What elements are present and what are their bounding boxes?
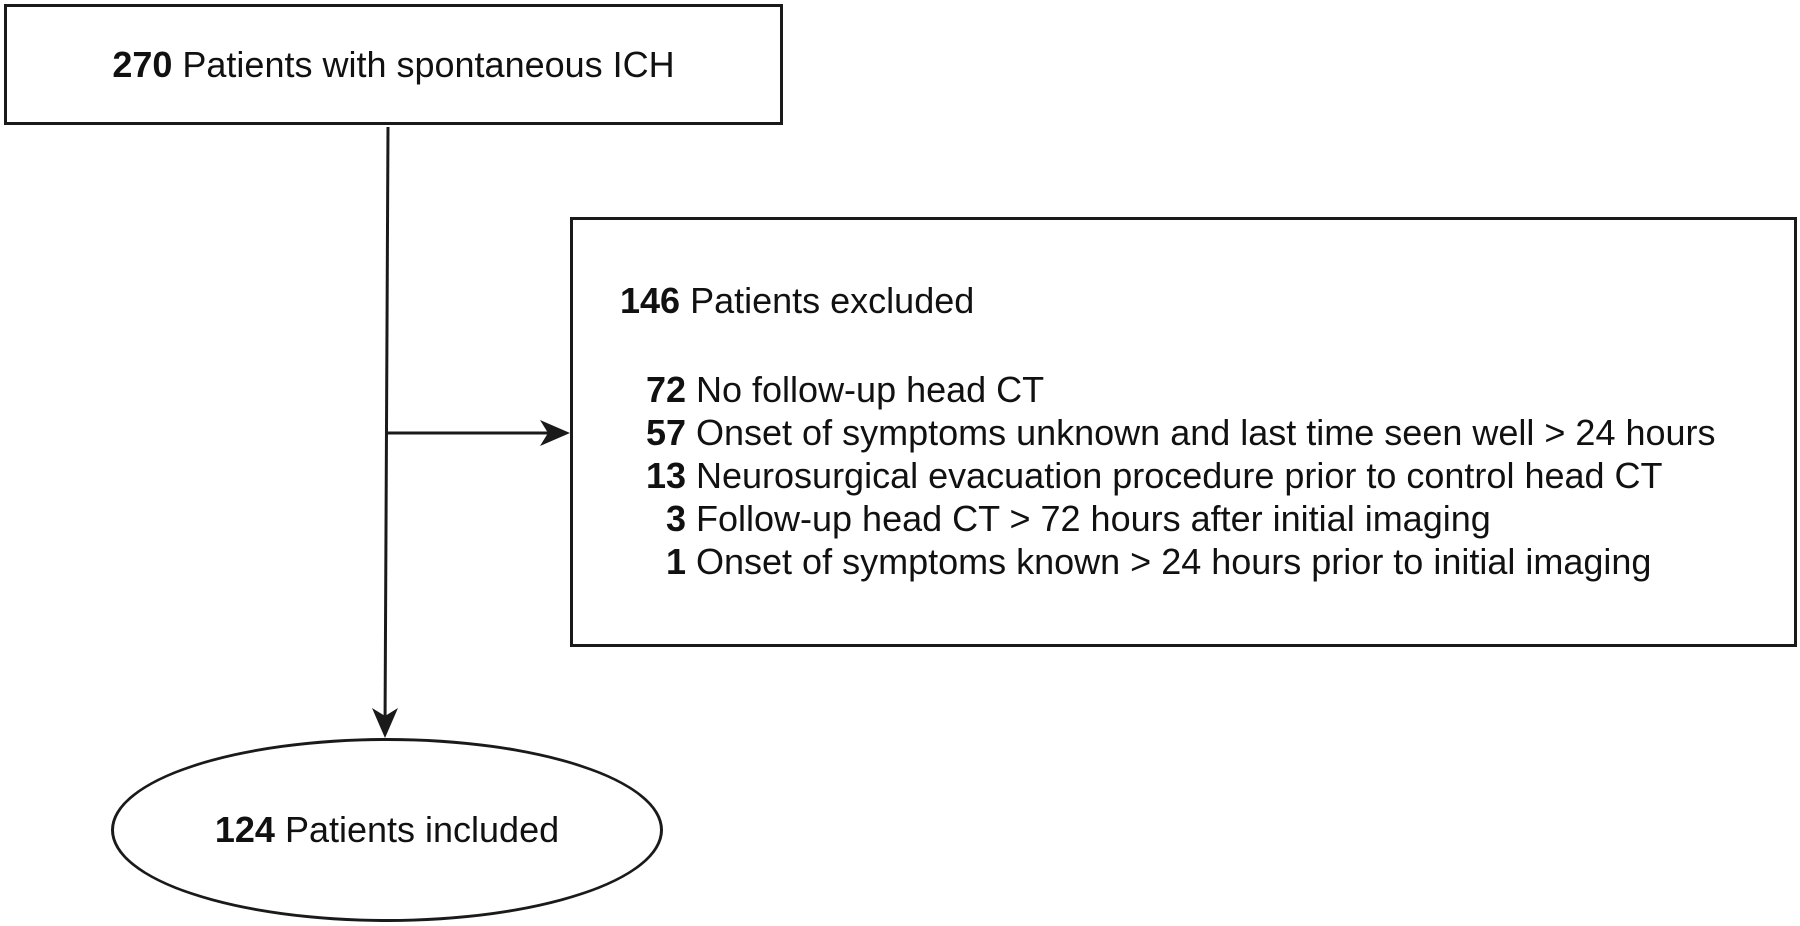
exclusion-reason: 72 No follow-up head CT <box>620 368 1716 411</box>
main-flow-arrow <box>383 126 390 731</box>
exclusion-reason-label: Onset of symptoms known > 24 hours prior… <box>696 541 1652 582</box>
exclusion-branch-arrowhead <box>540 420 570 446</box>
excluded-count: 146 <box>620 280 681 321</box>
exclusion-reason-count: 3 <box>665 498 686 539</box>
main-flow-arrowhead <box>372 708 398 738</box>
exclusion-reason-label: Onset of symptoms unknown and last time … <box>696 412 1716 453</box>
exclusion-reason: 1 Onset of symptoms known > 24 hours pri… <box>620 540 1716 583</box>
excluded-label: Patients excluded <box>690 280 975 321</box>
exclusion-reason-count: 57 <box>645 412 686 453</box>
included-count: 124 <box>214 809 275 850</box>
exclusion-reason-label: Neurosurgical evacuation procedure prior… <box>696 455 1663 496</box>
exclusion-reason: 57 Onset of symptoms unknown and last ti… <box>620 411 1716 454</box>
exclusion-reason-list: 72 No follow-up head CT 57 Onset of symp… <box>620 368 1716 583</box>
included-label: Patients included <box>284 809 560 850</box>
exclusion-reason-count: 72 <box>645 369 686 410</box>
exclusion-reason-count: 13 <box>645 455 686 496</box>
total-patients-box: 270 Patients with spontaneous ICH <box>4 4 783 125</box>
total-patients-count: 270 <box>112 43 173 85</box>
exclusion-reason-label: No follow-up head CT <box>696 369 1045 410</box>
exclusion-reason-count: 1 <box>665 541 686 582</box>
exclusion-reason: 13 Neurosurgical evacuation procedure pr… <box>620 454 1716 497</box>
total-patients-label: Patients with spontaneous ICH <box>182 43 675 85</box>
exclusion-reason-label: Follow-up head CT > 72 hours after initi… <box>696 498 1491 539</box>
exclusion-reason: 3 Follow-up head CT > 72 hours after ini… <box>620 497 1716 540</box>
included-patients-ellipse: 124 Patients included <box>111 738 663 922</box>
